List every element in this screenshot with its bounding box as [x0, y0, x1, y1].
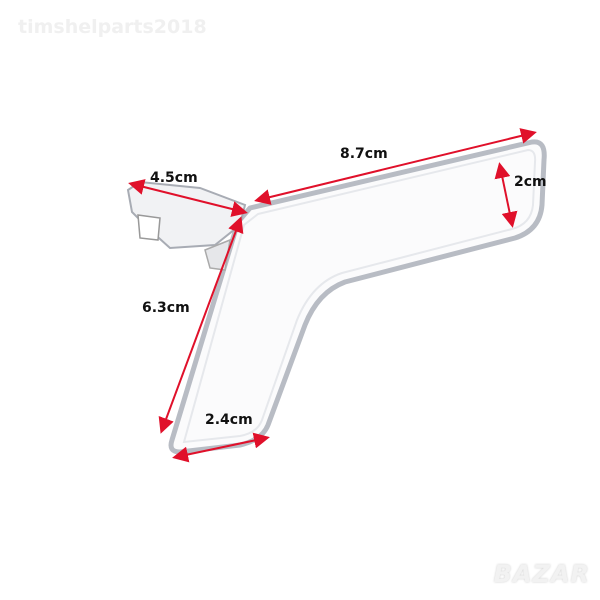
- label-height: 2cm: [514, 174, 547, 190]
- watermark: timshelparts2018: [18, 16, 207, 38]
- bazar-logo: BAZAR: [493, 560, 590, 588]
- handle-shape: [168, 139, 547, 455]
- arrow-stem: [158, 216, 244, 434]
- arrow-height: [494, 162, 518, 228]
- label-length: 8.7cm: [340, 146, 388, 162]
- label-bracket: 4.5cm: [150, 170, 198, 186]
- arrow-bracket: [128, 179, 248, 217]
- label-stem: 6.3cm: [142, 300, 190, 316]
- arrow-length: [254, 128, 537, 205]
- label-tip: 2.4cm: [205, 412, 253, 428]
- arrow-tip: [172, 432, 270, 463]
- mounting-bracket: [126, 180, 247, 271]
